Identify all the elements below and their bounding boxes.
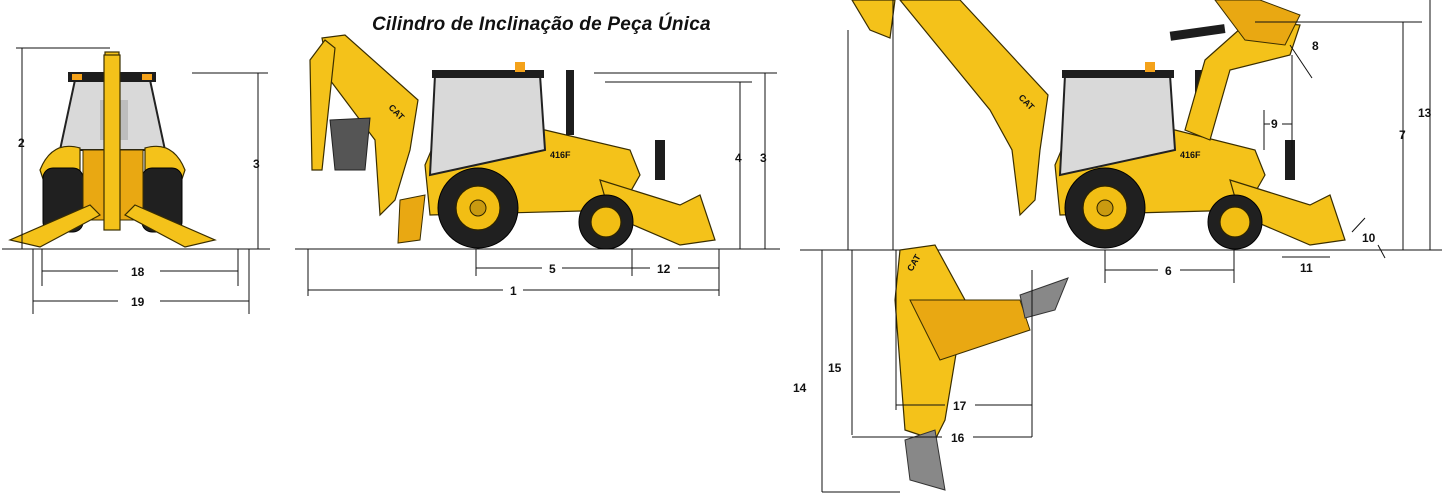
dim-label-10: 10: [1362, 231, 1376, 245]
dim-label-11: 11: [1300, 261, 1313, 275]
dim-label-8: 8: [1312, 39, 1319, 53]
model-label-side: 416F: [550, 150, 571, 160]
dim-label-18: 18: [131, 265, 145, 279]
dim-label-14: 14: [793, 381, 807, 395]
dim-label-15: 15: [828, 361, 842, 375]
dim-label-4: 4: [735, 151, 742, 165]
dim-label-3-side: 3: [760, 151, 767, 165]
front-view: 2 3 18 19: [2, 47, 270, 314]
dim-label-19: 19: [131, 295, 145, 309]
dim-label-5: 5: [549, 262, 556, 276]
side-view: CAT 416F 3 4 5 12: [295, 34, 780, 298]
model-label-range: 416F: [1180, 150, 1201, 160]
dim-label-7: 7: [1399, 128, 1406, 142]
dim-label-9: 9: [1271, 117, 1278, 131]
dim-label-13: 13: [1418, 106, 1432, 120]
dim-label-3-front: 3: [253, 157, 260, 171]
dim-label-17: 17: [953, 399, 967, 413]
dim-label-16: 16: [951, 431, 965, 445]
working-range-view: CAT 416F CAT 7 13 8: [793, 0, 1442, 493]
dim-label-12: 12: [657, 262, 671, 276]
dim-label-1: 1: [510, 284, 517, 298]
dim-label-6: 6: [1165, 264, 1172, 278]
dim-label-2: 2: [18, 136, 25, 150]
diagram-title: Cilindro de Inclinação de Peça Única: [372, 14, 711, 35]
